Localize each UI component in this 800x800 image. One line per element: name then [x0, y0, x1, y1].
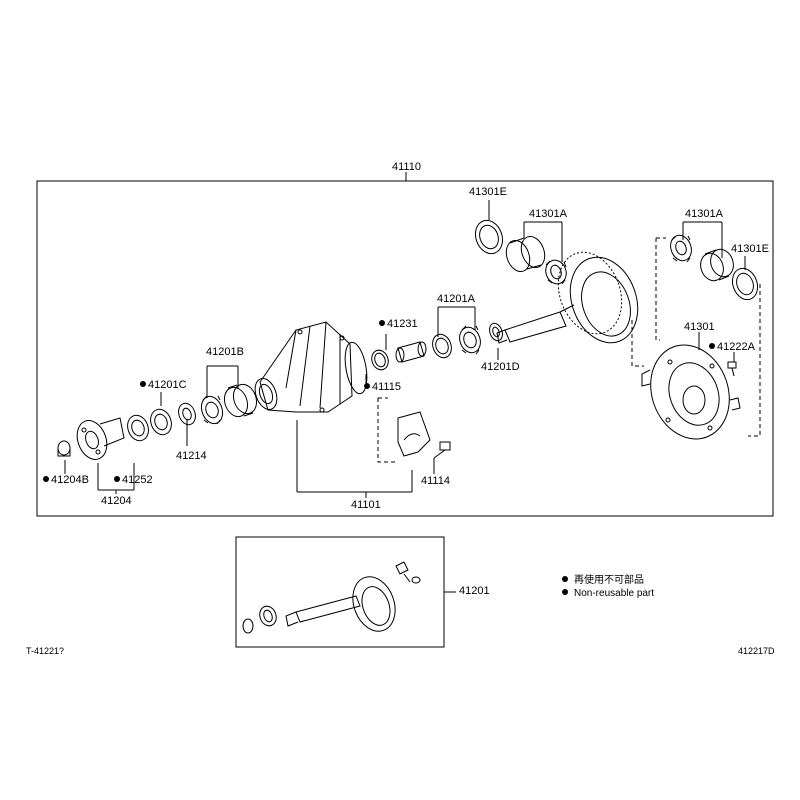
carrier-housing [254, 321, 368, 413]
label-41301E-left[interactable]: 41301E [469, 186, 507, 198]
main-frame [36, 180, 774, 517]
label-41201C[interactable]: 41201C [148, 379, 187, 391]
label-41110[interactable]: 41110 [392, 161, 421, 173]
label-41115-row: 41115 [364, 381, 401, 394]
bearing-41201A [432, 325, 481, 359]
label-41301E-right[interactable]: 41301E [731, 243, 769, 255]
label-41115[interactable]: 41115 [372, 381, 401, 393]
label-41201D[interactable]: 41201D [481, 361, 520, 373]
legend-en: Non-reusable part [562, 587, 654, 601]
label-41201C-row: 41201C [140, 379, 187, 392]
nut-41204B [57, 440, 71, 457]
non-reusable-bullet-icon [43, 476, 49, 482]
label-41301A-right[interactable]: 41301A [685, 208, 723, 220]
inset-frame [235, 536, 445, 648]
label-41201A[interactable]: 41201A [437, 293, 475, 305]
illustration-code-right: 412217D [738, 646, 775, 656]
label-41222A-row: 41222A [709, 341, 755, 354]
washer-41301E-left [474, 219, 504, 255]
ring-gear-pinion [496, 251, 639, 344]
label-41201[interactable]: 41201 [459, 585, 490, 597]
non-reusable-bullet-icon [114, 476, 120, 482]
washer-41201C [150, 408, 172, 436]
legend-jp-text: 再使用不可部品 [574, 575, 644, 586]
differential-case-41301 [641, 344, 741, 440]
label-41301A-left[interactable]: 41301A [529, 208, 567, 220]
label-41114[interactable]: 41114 [421, 475, 450, 487]
legend-jp: 再使用不可部品 [562, 574, 644, 588]
flange-41204 [76, 417, 125, 460]
dashed-guides [377, 237, 761, 463]
non-reusable-bullet-icon [709, 343, 715, 349]
non-reusable-bullet-icon [364, 383, 370, 389]
non-reusable-bullet-icon [140, 381, 146, 387]
label-41204B[interactable]: 41204B [51, 474, 89, 486]
seal-41252 [127, 414, 149, 442]
label-41252[interactable]: 41252 [122, 474, 153, 486]
bolt-41114 [433, 441, 451, 459]
illustration-code-left: T-41221? [26, 646, 65, 656]
label-41201B[interactable]: 41201B [206, 346, 244, 358]
bearing-41201B [200, 383, 258, 425]
bearing-41301A-left [505, 236, 567, 285]
non-reusable-bullet-icon [562, 576, 568, 582]
washer-41201D [489, 322, 503, 342]
washer-41301E-right [731, 267, 759, 301]
spacer-41214 [178, 402, 196, 426]
label-41252-row: 41252 [114, 474, 153, 487]
label-41301[interactable]: 41301 [684, 321, 715, 333]
label-41222A[interactable]: 41222A [717, 341, 755, 353]
bearing-41301A-right [670, 234, 734, 282]
spacer-41231 [395, 341, 427, 363]
label-41214[interactable]: 41214 [176, 450, 207, 462]
bearing-cap [397, 411, 431, 457]
inset-gear-set-41201 [242, 561, 421, 634]
label-41231[interactable]: 41231 [387, 318, 418, 330]
label-41231-row: 41231 [379, 318, 418, 331]
label-41204[interactable]: 41204 [101, 495, 132, 507]
label-41101[interactable]: 41101 [351, 499, 381, 511]
legend-en-text: Non-reusable part [574, 588, 655, 599]
label-41204B-row: 41204B [43, 474, 89, 487]
ring-41115 [371, 349, 389, 371]
non-reusable-bullet-icon [379, 320, 385, 326]
non-reusable-bullet-icon [562, 589, 568, 595]
bolt-41222A [727, 361, 737, 377]
